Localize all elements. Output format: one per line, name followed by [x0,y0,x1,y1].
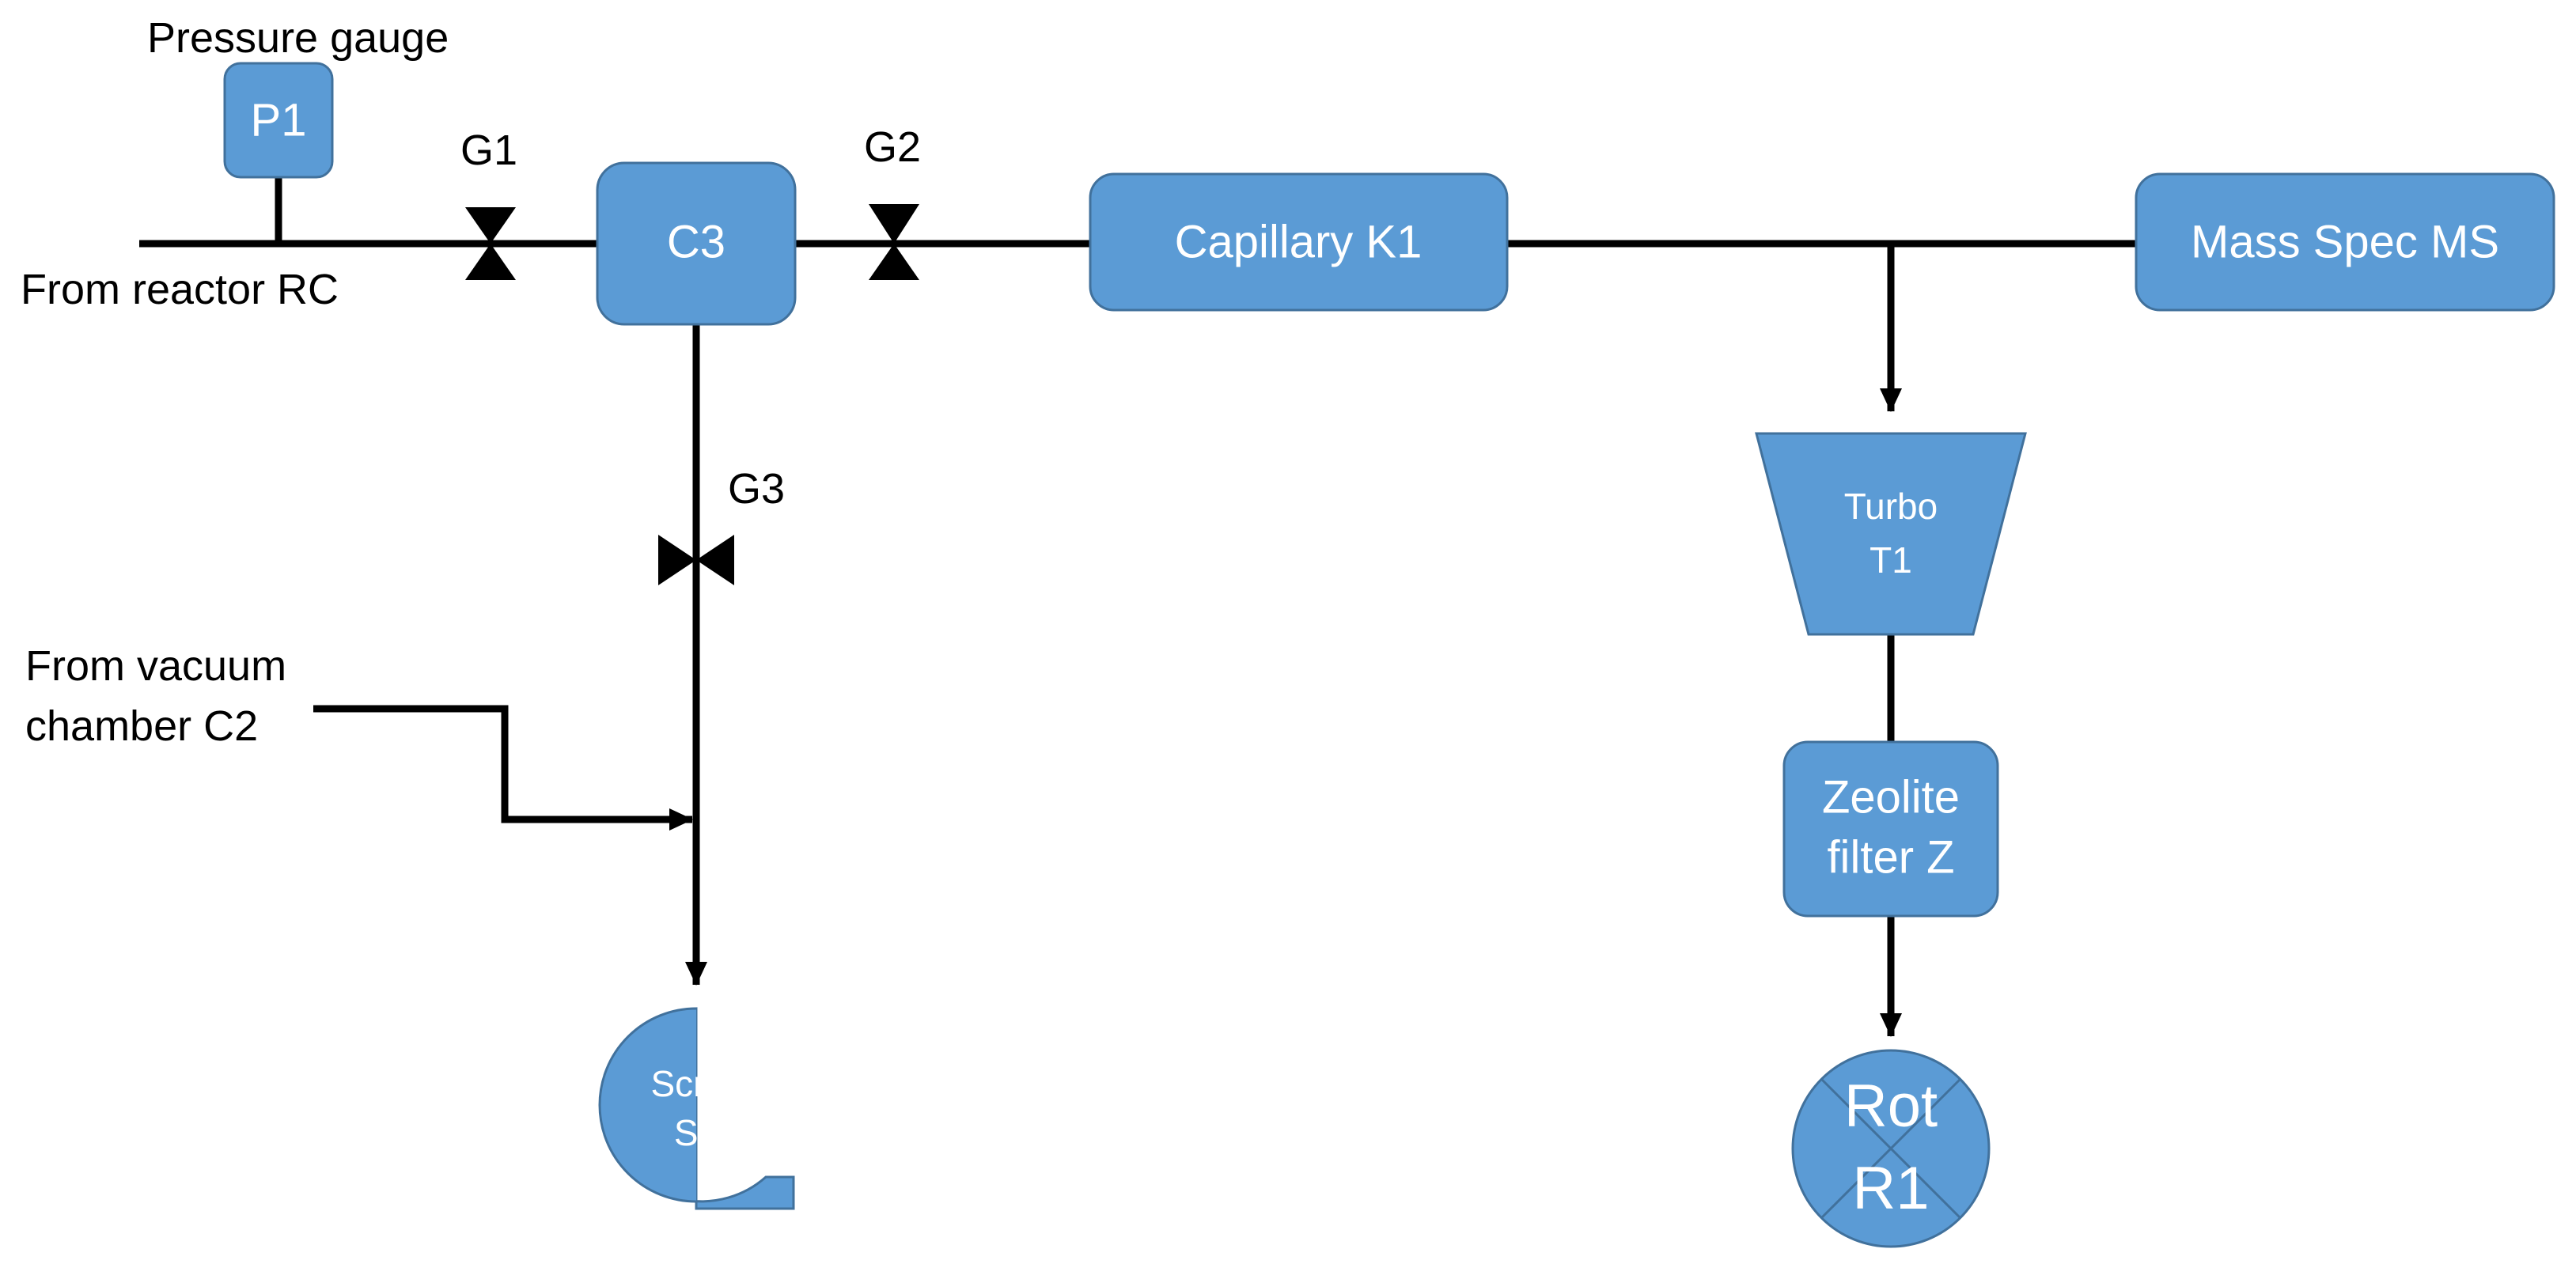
scroll-pump-s1[interactable]: Scroll S1 [598,1007,795,1210]
g2-label: G2 [864,123,921,171]
turbo-label-line1: Turbo [1844,486,1938,527]
valve-g2-icon[interactable] [869,204,919,280]
g1-label: G1 [460,127,517,174]
pressure-gauge-p1[interactable]: P1 [223,62,334,179]
valve-g3-icon[interactable] [658,535,734,585]
from-reactor-label: From reactor RC [21,266,339,313]
scroll-label-line1: Scroll [650,1063,741,1104]
c3-label: C3 [667,216,725,267]
scroll-label-line2: S1 [674,1112,718,1153]
mass-spec-label: Mass Spec MS [2191,216,2499,267]
rot-label-line2: R1 [1852,1155,1929,1222]
g3-label: G3 [728,465,785,513]
mass-spec-ms[interactable]: Mass Spec MS [2135,172,2555,312]
chamber-c3[interactable]: C3 [596,161,797,326]
vacuum-chamber-pipe [313,705,693,831]
capillary-label: Capillary K1 [1175,216,1422,267]
rotary-pump-r1[interactable]: Rot R1 [1791,1049,1991,1248]
from-vacuum-label-line2: chamber C2 [25,702,258,750]
rot-label-line1: Rot [1844,1073,1938,1140]
turbo-pump-t1[interactable]: Turbo T1 [1755,432,2027,636]
pipes [139,177,2136,1037]
rotary-cross-b [1820,1077,1962,1220]
zeolite-filter-z[interactable]: Zeolite filter Z [1782,740,1999,918]
valve-g1-icon[interactable] [465,207,516,280]
capillary-k1[interactable]: Capillary K1 [1089,172,1509,312]
pressure-gauge-label: Pressure gauge [147,14,449,62]
zeolite-label-line1: Zeolite [1822,771,1960,823]
turbo-label-line2: T1 [1869,539,1912,581]
from-vacuum-label-line1: From vacuum [25,642,286,690]
p1-label: P1 [251,94,307,146]
zeolite-label-line2: filter Z [1827,831,1954,883]
